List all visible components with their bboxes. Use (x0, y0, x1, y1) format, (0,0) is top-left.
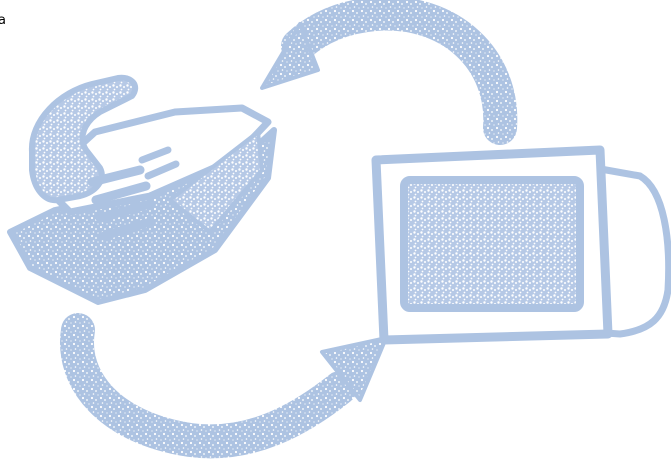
arrow-bottom-icon (77, 330, 386, 441)
monitor-icon (376, 150, 669, 340)
telephone-icon (10, 78, 274, 302)
arrow-top-icon (262, 14, 500, 128)
corner-text: a (0, 14, 6, 27)
